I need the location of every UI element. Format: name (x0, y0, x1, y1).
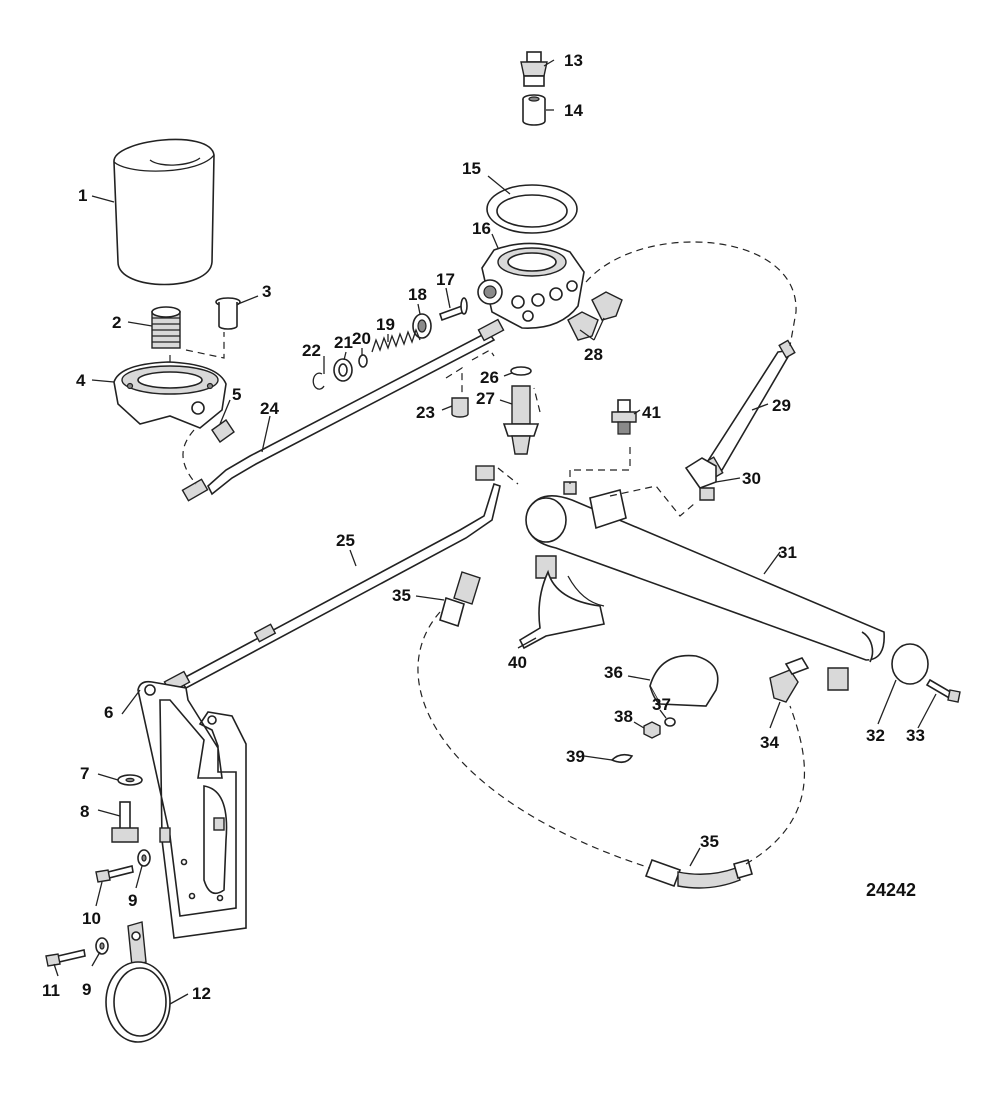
part-2-nipple (151, 306, 181, 349)
part-8-bolt (111, 801, 139, 843)
part-14-sleeve (522, 94, 546, 126)
callout-6: 6 (104, 703, 113, 722)
part-28-elbow-fittings (567, 291, 623, 341)
callout-17: 17 (436, 270, 455, 289)
callout-19: 19 (376, 315, 395, 334)
callout-34: 34 (760, 733, 779, 752)
callout-36: 36 (604, 663, 623, 682)
part-33-bolt (925, 678, 961, 703)
reference-number: 24242 (866, 880, 916, 900)
part-9-washer-upper (137, 849, 151, 867)
callout-29: 29 (772, 396, 791, 415)
callout-4: 4 (76, 371, 86, 390)
callout-24: 24 (260, 399, 279, 418)
callout-28: 28 (584, 345, 603, 364)
part-35-hose-end-upper (439, 571, 481, 628)
callout-9-upper: 9 (128, 891, 137, 910)
part-37-washer (664, 717, 676, 727)
callout-38: 38 (614, 707, 633, 726)
part-26-o-ring (510, 366, 532, 376)
part-3-plug (215, 297, 241, 330)
callout-31: 31 (778, 543, 797, 562)
callout-10: 10 (82, 909, 101, 928)
part-21-washer (333, 358, 353, 382)
part-27-fitting (502, 385, 540, 455)
part-11-bolt (45, 949, 86, 967)
callout-18: 18 (408, 285, 427, 304)
callout-14: 14 (564, 101, 583, 120)
callout-12: 12 (192, 984, 211, 1003)
callout-7: 7 (80, 764, 89, 783)
part-18-seal (412, 313, 432, 339)
callout-32: 32 (866, 726, 885, 745)
callout-20: 20 (352, 329, 371, 348)
part-39-clip (610, 753, 634, 764)
part-16-housing (477, 242, 585, 329)
callout-27: 27 (476, 389, 495, 408)
part-12-strap-clamp (105, 921, 171, 1043)
part-15-gasket-ring (486, 184, 578, 234)
part-24-oil-line (181, 318, 505, 502)
part-32-plate (891, 643, 929, 685)
callout-13: 13 (564, 51, 583, 70)
callout-5: 5 (232, 385, 241, 404)
part-38-nut (643, 721, 661, 739)
part-35-hose-end-lower (644, 858, 753, 889)
part-34-fitting (769, 657, 810, 703)
callout-1: 1 (78, 186, 87, 205)
callout-labels: 1 2 3 4 5 6 7 8 9 10 11 12 13 14 15 16 1… (42, 51, 925, 1003)
callout-39: 39 (566, 747, 585, 766)
part-22-snap-ring (312, 372, 325, 390)
part-20-o-ring (358, 354, 368, 368)
callout-23: 23 (416, 403, 435, 422)
leader-lines (53, 59, 937, 1005)
part-4-adapter (113, 361, 227, 429)
part-9-washer-lower (95, 937, 109, 955)
part-41-sensor (611, 399, 637, 435)
callout-26: 26 (480, 368, 499, 387)
part-10-bolt (95, 865, 134, 883)
callout-11: 11 (42, 981, 60, 1000)
callout-25: 25 (336, 531, 355, 550)
part-13-fitting (520, 51, 548, 87)
callout-37: 37 (652, 695, 671, 714)
callout-41: 41 (642, 403, 661, 422)
callout-22: 22 (302, 341, 321, 360)
part-23-plug (451, 397, 469, 418)
callout-9-lower: 9 (82, 980, 91, 999)
callout-33: 33 (906, 726, 925, 745)
callout-35-upper: 35 (392, 586, 411, 605)
callout-30: 30 (742, 469, 761, 488)
callout-35-lower: 35 (700, 832, 719, 851)
part-30-elbow (684, 457, 717, 501)
part-17-pin (438, 297, 468, 322)
dashed-connections (169, 241, 806, 869)
part-31-cooler (525, 481, 885, 691)
part-5-plug (211, 419, 235, 443)
part-40-bracket (518, 569, 605, 650)
callout-8: 8 (80, 802, 89, 821)
callout-2: 2 (112, 313, 121, 332)
part-25-oil-line (163, 465, 501, 694)
callout-16: 16 (472, 219, 491, 238)
callout-40: 40 (508, 653, 527, 672)
callout-21: 21 (334, 333, 353, 352)
part-7-washer (117, 774, 143, 786)
part-1-filter (113, 138, 215, 286)
callout-15: 15 (462, 159, 481, 178)
part-6-bracket (137, 680, 247, 939)
part-36-cover (649, 654, 719, 707)
part-19-spring (371, 328, 421, 353)
callout-3: 3 (262, 282, 271, 301)
